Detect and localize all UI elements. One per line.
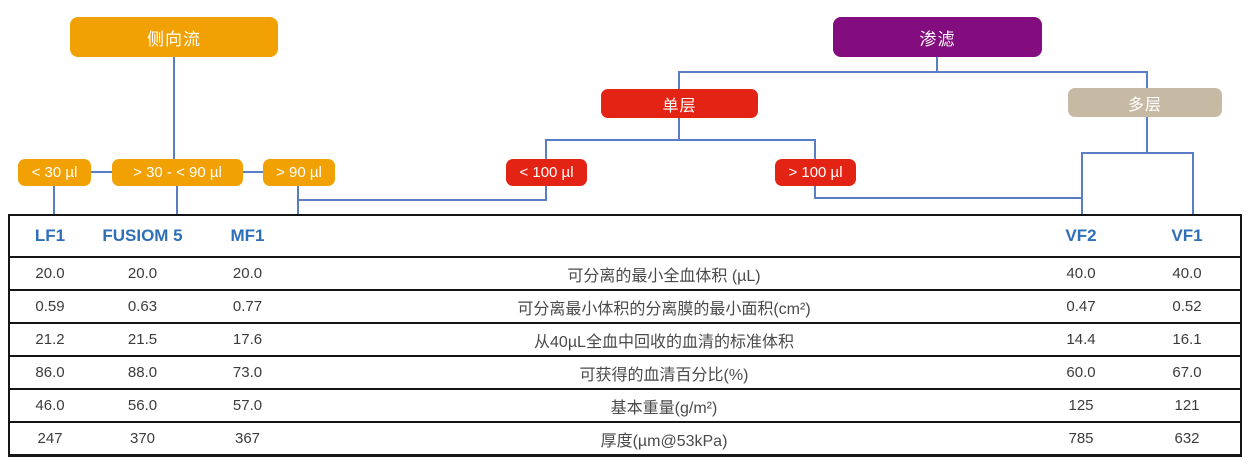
connector-line: [91, 171, 112, 173]
table-row: 46.0 56.0 57.0 基本重量(g/m²) 125 121: [10, 388, 1240, 421]
connector-line: [1146, 71, 1148, 88]
value-cell: 14.4: [1066, 331, 1096, 348]
node-volume-gt100: > 100 µl: [775, 159, 856, 186]
connector-line: [176, 186, 178, 214]
connector-line: [1081, 152, 1194, 154]
value-cell: 73.0: [232, 364, 263, 381]
node-volume-lt30: < 30 µl: [18, 159, 91, 186]
value-cell: 17.6: [232, 331, 263, 348]
column-header-vf2: VF2: [1065, 226, 1097, 245]
connector-line: [1192, 152, 1194, 214]
value-cell: 785: [1068, 430, 1094, 447]
value-cell: 247: [37, 430, 63, 447]
value-cell: 20.0: [35, 265, 65, 282]
connector-line: [814, 186, 816, 199]
row-description: 可分离的最小全血体积 (µL): [567, 267, 761, 285]
value-cell: 20.0: [127, 265, 158, 282]
connector-line: [678, 118, 680, 140]
connector-line: [53, 186, 55, 214]
connector-line: [173, 57, 175, 159]
connector-line: [678, 71, 680, 89]
value-cell: 632: [1174, 430, 1200, 447]
value-cell: 67.0: [1172, 364, 1202, 381]
row-description: 厚度(µm@53kPa): [600, 432, 728, 450]
connector-line: [1081, 152, 1083, 214]
value-cell: 16.1: [1172, 331, 1202, 348]
value-cell: 20.0: [232, 265, 263, 282]
node-volume-30-90: > 30 - < 90 µl: [112, 159, 243, 186]
value-cell: 367: [234, 430, 261, 447]
value-cell: 0.52: [1172, 298, 1202, 315]
connector-line: [1146, 117, 1148, 154]
value-cell: 21.2: [35, 331, 65, 348]
connector-line: [545, 186, 547, 201]
row-description: 可分离最小体积的分离膜的最小面积(cm²): [517, 300, 811, 318]
value-cell: 40.0: [1172, 265, 1202, 282]
table-row: 0.59 0.63 0.77 可分离最小体积的分离膜的最小面积(cm²) 0.4…: [10, 289, 1240, 322]
connector-line: [814, 139, 816, 159]
value-cell: 0.63: [127, 298, 158, 315]
value-cell: 46.0: [35, 397, 65, 414]
table-row: 21.2 21.5 17.6 从40µL全血中回收的血清的标准体积 14.4 1…: [10, 322, 1240, 355]
value-cell: 86.0: [35, 364, 65, 381]
table-row: 247 370 367 厚度(µm@53kPa) 785 632: [10, 421, 1240, 454]
node-volume-lt100: < 100 µl: [506, 159, 587, 186]
connector-line: [243, 171, 263, 173]
row-description: 可获得的血清百分比(%): [579, 366, 749, 384]
connector-line: [936, 57, 938, 72]
table-row: 20.0 20.0 20.0 可分离的最小全血体积 (µL) 40.0 40.0: [10, 256, 1240, 289]
node-lateral-flow: 侧向流: [70, 17, 278, 57]
value-cell: 56.0: [127, 397, 158, 414]
column-header-fusiom5: FUSIOM 5: [102, 226, 183, 245]
connector-line: [297, 199, 547, 201]
node-multi-layer: 多层: [1068, 88, 1222, 117]
value-cell: 125: [1068, 397, 1094, 414]
value-cell: 121: [1174, 397, 1200, 414]
column-header-spacer: [300, 216, 1028, 256]
value-cell: 0.77: [232, 298, 263, 315]
node-volume-gt90: > 90 µl: [263, 159, 335, 186]
value-cell: 60.0: [1066, 364, 1096, 381]
column-header-lf1: LF1: [34, 226, 66, 245]
connector-line: [814, 197, 1083, 199]
row-description: 基本重量(g/m²): [610, 399, 718, 417]
value-cell: 40.0: [1066, 265, 1096, 282]
value-cell: 21.5: [127, 331, 158, 348]
column-header-mf1: MF1: [230, 226, 265, 245]
connector-line: [678, 71, 1148, 73]
table-row: 86.0 88.0 73.0 可获得的血清百分比(%) 60.0 67.0: [10, 355, 1240, 388]
row-description: 从40µL全血中回收的血清的标准体积: [534, 333, 794, 351]
value-cell: 0.59: [35, 298, 65, 315]
value-cell: 370: [129, 430, 156, 447]
product-comparison-table: LF1 FUSIOM 5 MF1 VF2 VF1 20.0 20.0 20.0 …: [8, 214, 1242, 457]
column-header-vf1: VF1: [1171, 226, 1203, 245]
node-filtration: 渗滤: [833, 17, 1042, 57]
node-single-layer: 单层: [601, 89, 758, 118]
value-cell: 0.47: [1066, 298, 1096, 315]
connector-line: [545, 139, 816, 141]
value-cell: 57.0: [232, 397, 263, 414]
table-header-row: LF1 FUSIOM 5 MF1 VF2 VF1: [10, 216, 1240, 256]
value-cell: 88.0: [127, 364, 158, 381]
connector-line: [545, 139, 547, 159]
